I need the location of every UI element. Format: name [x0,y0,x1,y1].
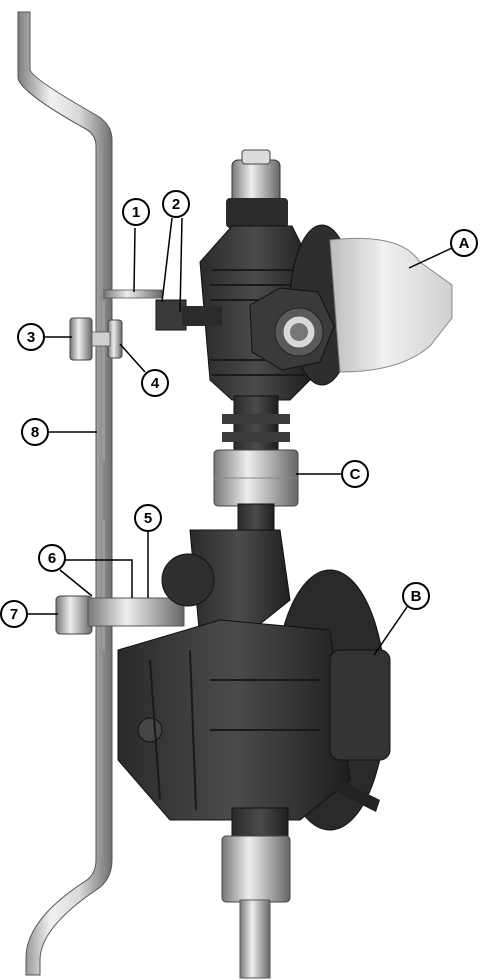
callout-A-label: A [459,235,470,252]
callout-7-label: 7 [10,606,18,623]
callout-A: A [408,229,478,269]
callout-C: C [296,460,369,488]
callout-2-label: 2 [172,196,180,213]
callout-4-label: 4 [151,375,160,392]
lower-bolt-assembly [55,595,185,635]
first-stage-regulator [155,149,453,401]
callout-7: 7 [0,600,58,628]
callout-2: 2 [161,190,190,313]
callout-B: B [373,582,430,656]
callout-6: 6 [38,544,133,598]
callout-5-label: 5 [144,510,152,527]
mounting-bracket [17,11,113,976]
callout-4: 4 [119,343,169,397]
callout-5: 5 [134,504,162,598]
callout-6-label: 6 [48,550,56,567]
callout-1: 1 [122,198,150,293]
upper-bolt-assembly [69,289,163,361]
coupling-fitting [213,395,299,535]
callout-B-label: B [411,588,422,605]
callout-8-label: 8 [31,424,39,441]
callout-3-label: 3 [27,329,35,346]
callout-8: 8 [21,418,97,446]
callout-1-label: 1 [132,204,140,221]
callout-3: 3 [17,323,72,351]
callout-C-label: C [350,466,361,483]
second-stage-regulator [117,529,391,979]
